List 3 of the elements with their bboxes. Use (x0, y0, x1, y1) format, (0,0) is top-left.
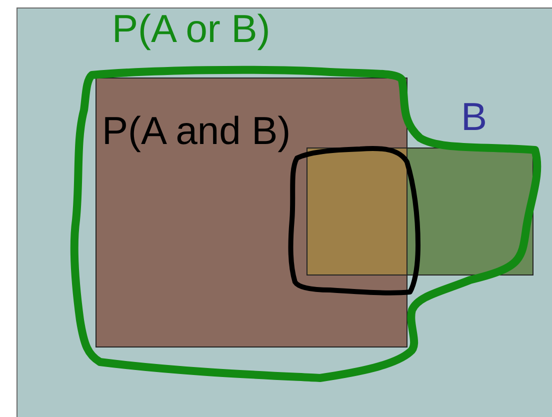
region-label: P(A and B) (102, 112, 291, 152)
set-label: B (461, 98, 488, 138)
region-label: P(A or B) (112, 10, 270, 50)
